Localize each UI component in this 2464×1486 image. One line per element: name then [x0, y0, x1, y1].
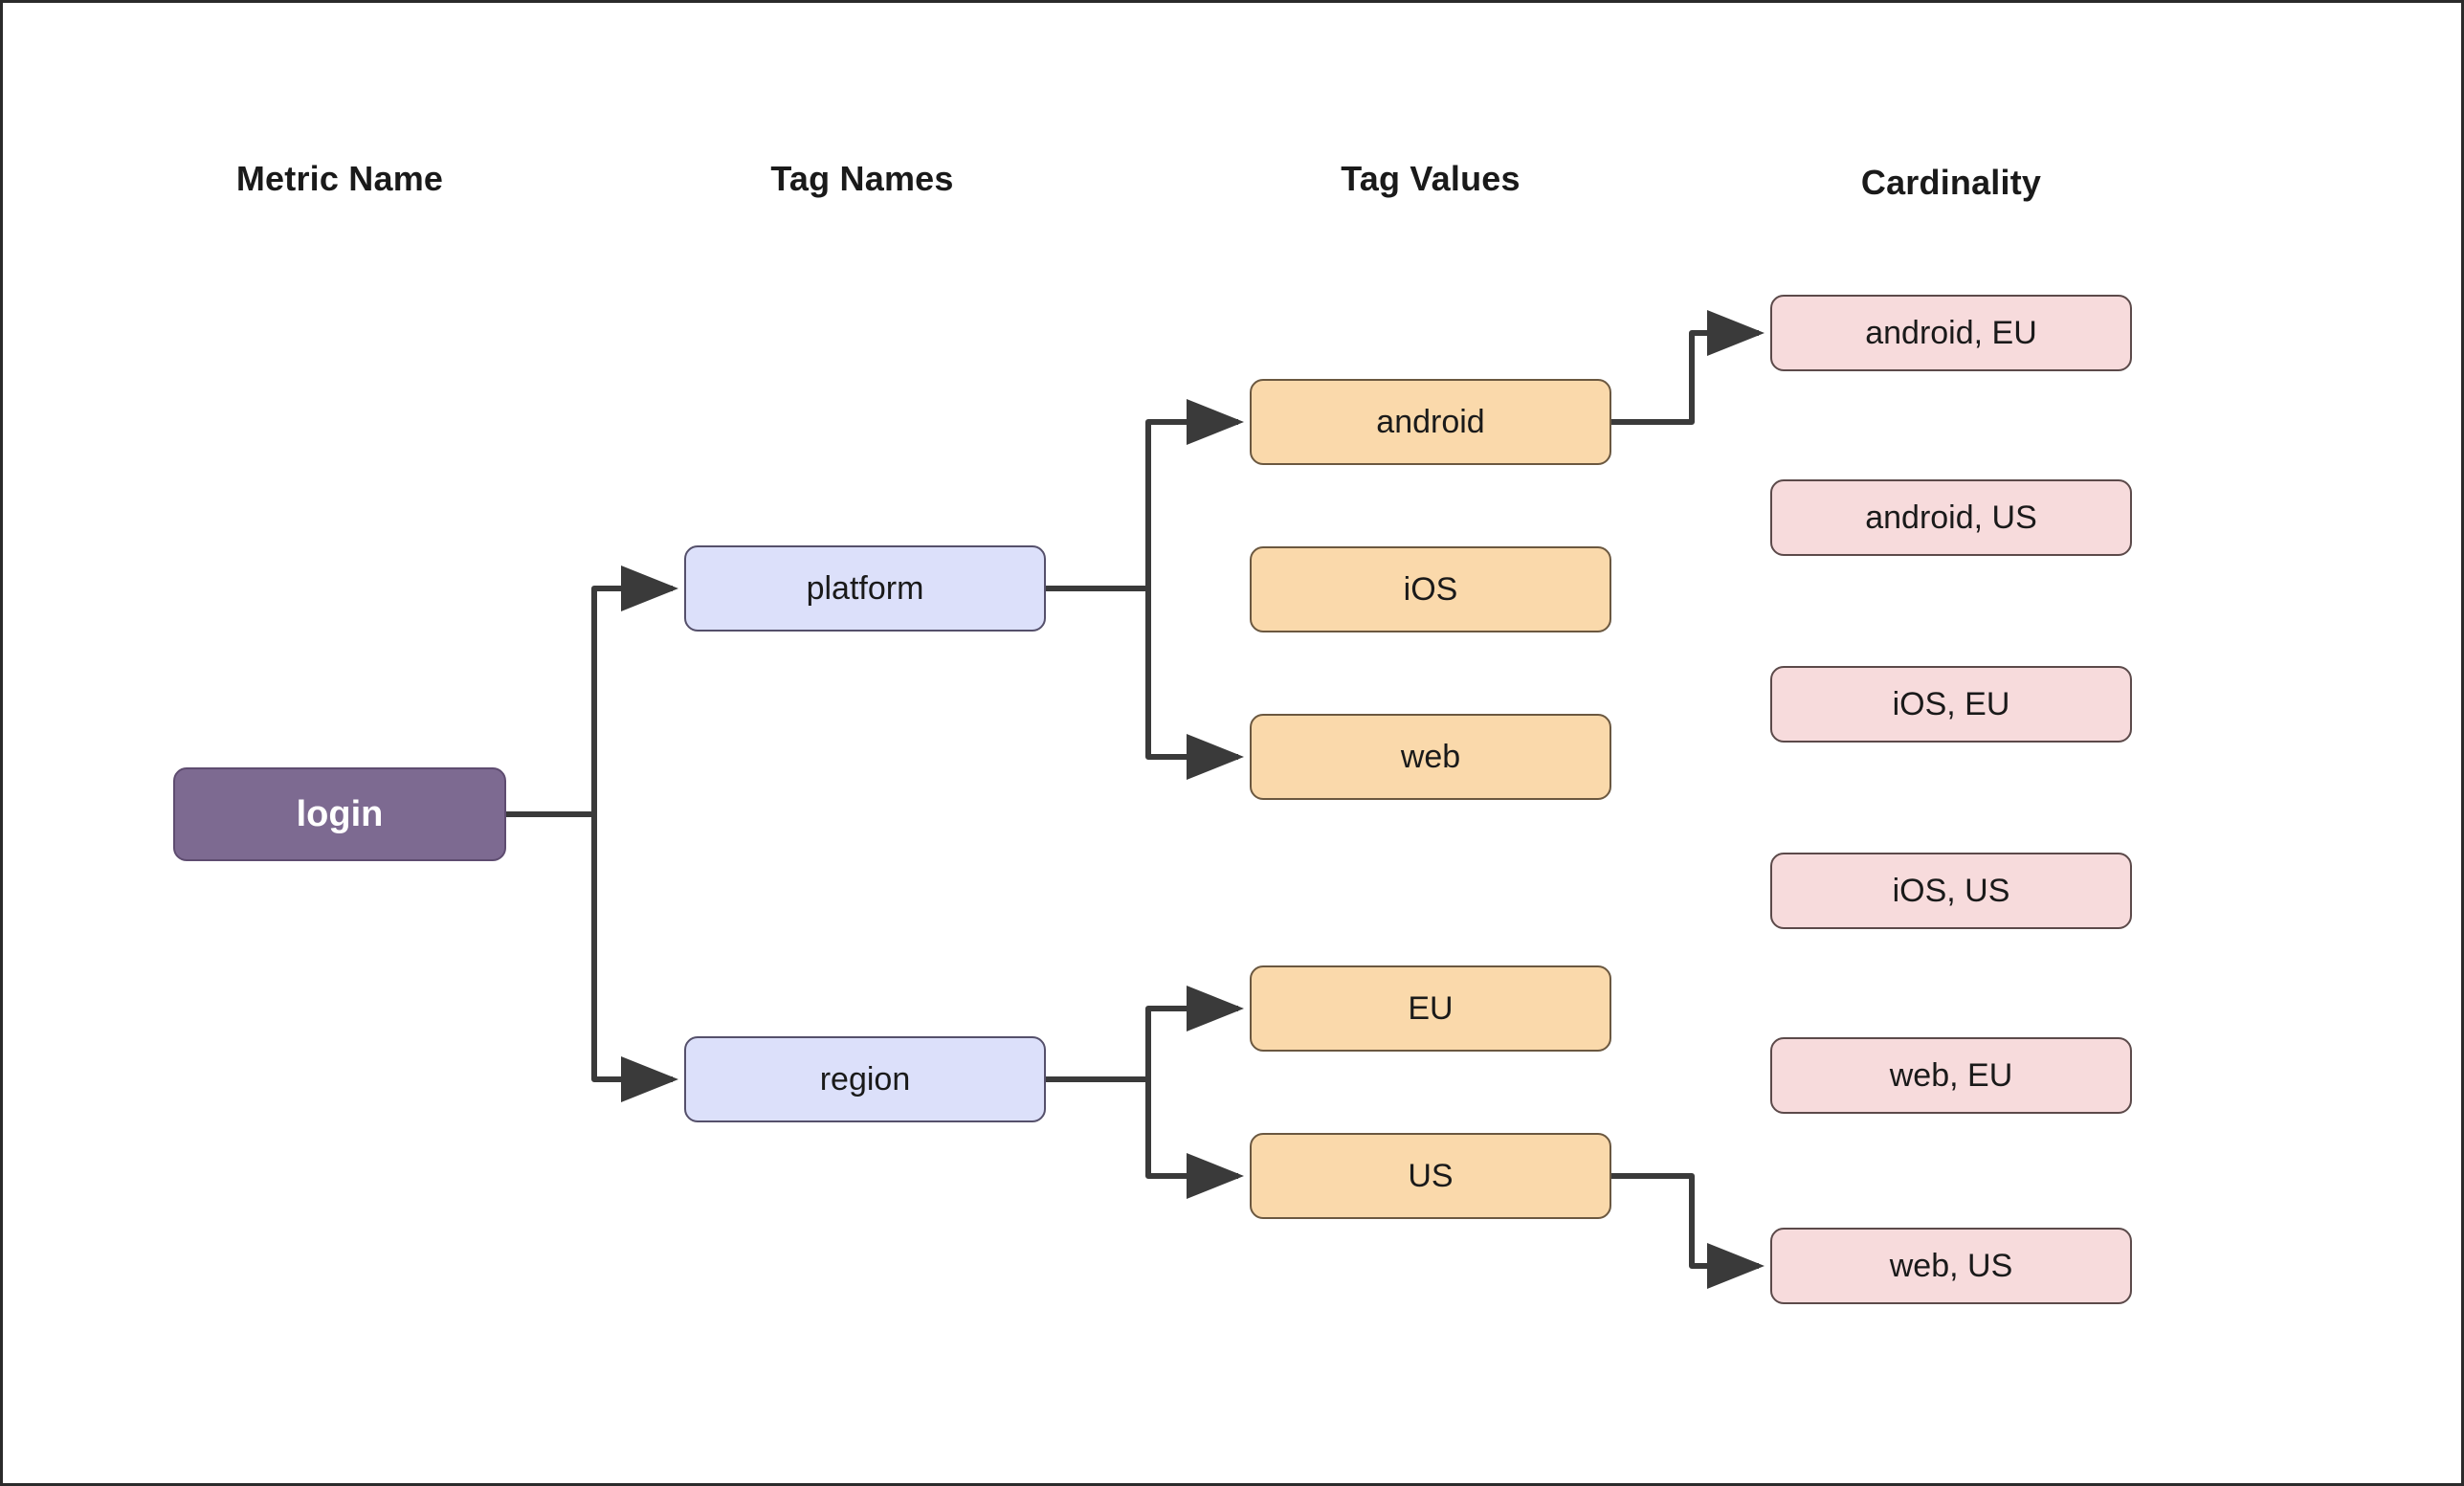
edge-region-to-eu — [1145, 986, 1244, 1079]
edge-region-to-us — [1145, 1079, 1244, 1199]
cardinality-node-web-eu[interactable]: web, EU — [1770, 1037, 2132, 1114]
tag-name-node-region[interactable]: region — [684, 1036, 1046, 1122]
column-header-cardinality: Cardinality — [1860, 163, 2042, 202]
cardinality-node-ios-eu[interactable]: iOS, EU — [1770, 666, 2132, 743]
cardinality-node-ios-us[interactable]: iOS, US — [1770, 853, 2132, 929]
tag-value-node-web[interactable]: web — [1250, 714, 1611, 800]
edge-android-to-android-eu — [1611, 310, 1765, 425]
edge-platform-to-android — [1145, 399, 1244, 588]
edge-us-to-web-us — [1611, 1173, 1765, 1289]
cardinality-node-android-us[interactable]: android, US — [1770, 479, 2132, 556]
tag-name-node-platform[interactable]: platform — [684, 545, 1046, 632]
metric-node-login[interactable]: login — [173, 767, 506, 861]
edge-platform-to-web — [1145, 588, 1244, 780]
tag-value-node-eu[interactable]: EU — [1250, 965, 1611, 1052]
tag-value-node-android[interactable]: android — [1250, 379, 1611, 465]
cardinality-node-android-eu[interactable]: android, EU — [1770, 295, 2132, 371]
tag-value-node-ios[interactable]: iOS — [1250, 546, 1611, 632]
edge-login-to-region — [591, 814, 678, 1102]
tag-value-node-us[interactable]: US — [1250, 1133, 1611, 1219]
column-header-tag-values: Tag Values — [1341, 159, 1521, 198]
column-header-tag-names: Tag Names — [770, 159, 954, 198]
cardinality-node-web-us[interactable]: web, US — [1770, 1228, 2132, 1304]
column-header-metric-name: Metric Name — [235, 159, 444, 198]
edge-login-to-platform — [591, 566, 678, 814]
